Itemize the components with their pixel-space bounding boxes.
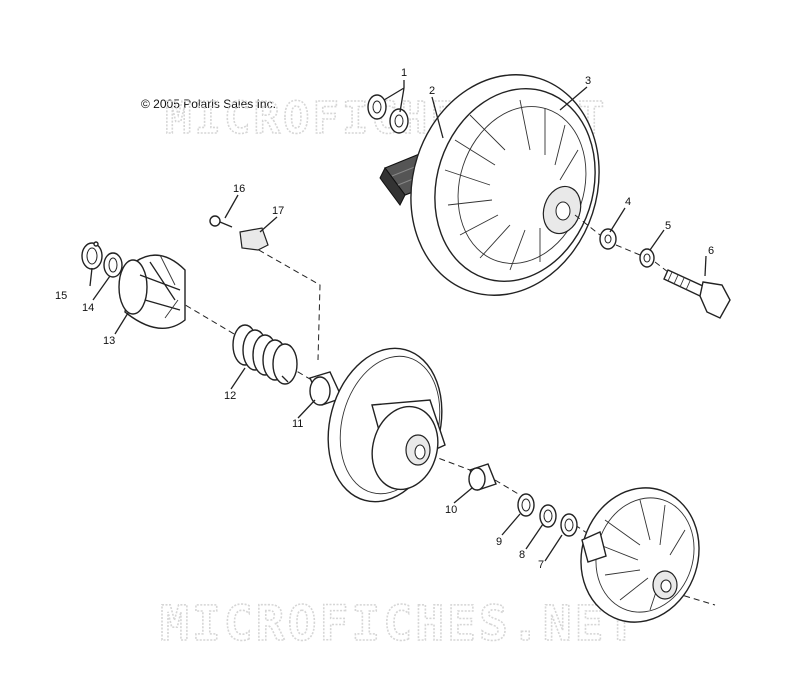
washer-part-14 [103, 252, 123, 278]
copyright-notice: © 2005 Polaris Sales Inc. [141, 97, 276, 111]
callout-15: 15 [55, 290, 67, 302]
callout-16: 16 [233, 183, 245, 195]
watermark-bottom: MICROFICHES.NET [160, 596, 638, 652]
callout-5: 5 [665, 220, 671, 232]
washers-part-1 [367, 94, 409, 134]
callout-1: 1 [401, 67, 407, 79]
callout-7: 7 [538, 559, 544, 571]
callout-12: 12 [224, 390, 236, 402]
snap-ring-part-15 [81, 241, 103, 270]
spring-part-12 [232, 324, 298, 385]
callout-10: 10 [445, 504, 457, 516]
callout-11: 11 [292, 418, 303, 430]
drive-sheave [410, 74, 600, 296]
washer-part-9 [517, 493, 535, 517]
callout-8: 8 [519, 549, 525, 561]
callout-14: 14 [82, 302, 94, 314]
bushing-part-10 [468, 463, 497, 491]
callout-4: 4 [625, 196, 631, 208]
callout-9: 9 [496, 536, 502, 548]
bushing-part-11 [309, 371, 343, 406]
bolt-part-6 [663, 269, 731, 319]
washer-part-7 [560, 513, 578, 537]
leader-lines [89, 80, 707, 562]
callout-2: 2 [429, 85, 435, 97]
button-shoe-part-17 [239, 227, 269, 251]
fixed-sheave [580, 487, 700, 623]
callout-17: 17 [272, 205, 284, 217]
screw-part-16 [209, 215, 233, 228]
washer-part-4 [599, 228, 617, 250]
washer-part-8 [539, 504, 557, 528]
washer-part-5 [639, 248, 655, 268]
callout-3: 3 [585, 75, 591, 87]
moveable-sheave [327, 347, 446, 503]
helix-cam-part-13 [118, 254, 186, 329]
callout-6: 6 [708, 245, 714, 257]
callout-13: 13 [103, 335, 115, 347]
